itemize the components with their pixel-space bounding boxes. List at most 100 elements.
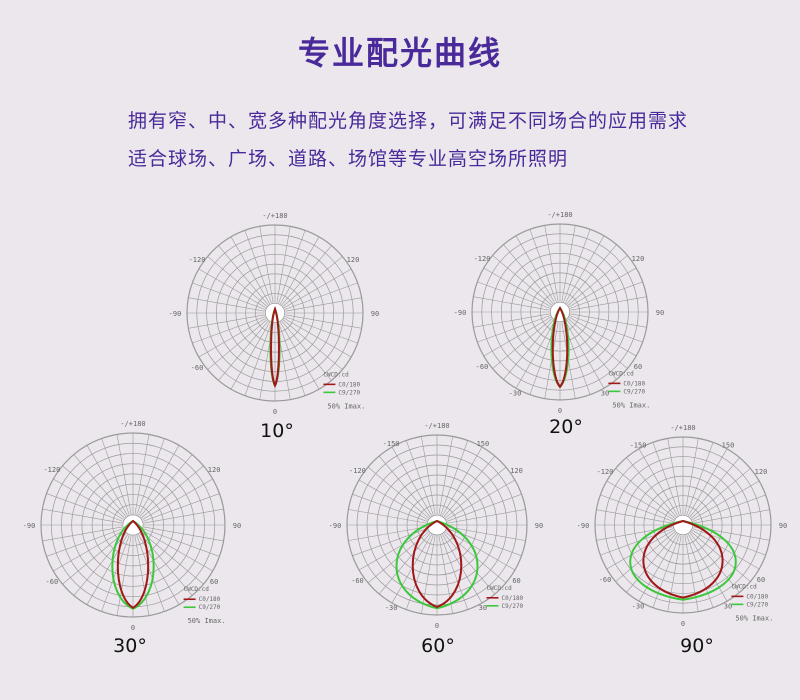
- imax-label: 50% Imax.: [735, 614, 773, 622]
- grid-spoke: [442, 446, 483, 516]
- grid-center: [549, 301, 571, 323]
- grid-spoke: [652, 442, 680, 516]
- angle-tick-label: 90: [371, 310, 379, 318]
- grid-spoke: [207, 256, 268, 307]
- curve-c0: [116, 519, 150, 609]
- grid-spoke: [626, 532, 677, 593]
- grid-center: [264, 302, 286, 324]
- angle-tick-label: -90: [454, 309, 467, 317]
- grid-spoke: [285, 297, 362, 312]
- grid-spoke: [626, 457, 677, 518]
- angle-tick-label: -/+180: [424, 422, 449, 430]
- grid-spoke: [46, 493, 123, 522]
- polar-grid: [594, 436, 772, 614]
- grid-spoke: [503, 244, 554, 305]
- curve-c0: [642, 519, 724, 599]
- grid-spoke: [568, 317, 637, 357]
- grid-spoke: [285, 314, 362, 329]
- beam-angle-label-10: 10°: [260, 420, 294, 442]
- grid-spoke: [141, 465, 204, 519]
- grid-spoke: [53, 478, 124, 520]
- angle-tick-label: -60: [476, 363, 489, 371]
- grid-spoke: [477, 315, 551, 343]
- grid-spoke: [615, 468, 676, 519]
- polar-grid: [186, 224, 364, 402]
- angle-tick-label: 90: [233, 522, 241, 530]
- grid-spoke: [352, 528, 427, 557]
- grid-spoke: [192, 316, 266, 344]
- legend-unit: CWCD:cd: [323, 371, 349, 378]
- grid-spoke: [218, 245, 269, 306]
- legend-label-c90: C9/270: [502, 603, 524, 610]
- description-line-2: 适合球场、广场、道路、场馆等专业高空场所照明: [128, 148, 569, 170]
- angle-tick-label: -90: [23, 522, 36, 530]
- grid-spoke: [570, 296, 647, 311]
- grid-spoke: [492, 318, 553, 369]
- grid-spoke: [600, 528, 674, 556]
- grid-spoke: [276, 226, 291, 303]
- angle-tick-label: -90: [577, 522, 590, 530]
- grid-spoke: [483, 317, 552, 357]
- grid-spoke: [281, 320, 332, 381]
- grid-spoke: [259, 226, 274, 303]
- grid-spoke: [565, 320, 605, 389]
- grid-spoke: [600, 494, 674, 522]
- grid-spoke: [218, 320, 269, 381]
- grid-spoke: [188, 314, 265, 329]
- grid-spoke: [421, 535, 436, 614]
- angle-tick-label: 90: [535, 522, 543, 530]
- angle-tick-label: -60: [351, 577, 364, 585]
- angle-tick-label: -120: [189, 256, 206, 264]
- grid-spoke: [566, 244, 617, 305]
- grid-spoke: [53, 530, 124, 572]
- beam-angle-label-90: 90°: [680, 635, 714, 657]
- grid-spoke: [143, 526, 224, 542]
- grid-spoke: [596, 509, 673, 524]
- imax-label: 50% Imax.: [188, 617, 226, 625]
- grid-spoke: [544, 225, 559, 302]
- imax-label: 50% Imax.: [327, 402, 365, 410]
- legend-unit: CWCD:cd: [184, 586, 210, 593]
- curve-c0: [270, 305, 280, 388]
- grid-spoke: [477, 281, 551, 309]
- grid-spoke: [143, 493, 220, 522]
- grid-spoke: [686, 534, 714, 608]
- legend-label-c0: C0/180: [623, 380, 645, 387]
- grid-spoke: [446, 530, 516, 571]
- angle-tick-label: -30: [385, 604, 398, 612]
- angle-tick-label: 0: [558, 407, 562, 415]
- grid-spoke: [447, 509, 526, 524]
- grid-spoke: [378, 455, 431, 517]
- angle-tick-label: 0: [273, 408, 277, 416]
- grid-spoke: [101, 535, 130, 612]
- grid-spoke: [143, 508, 224, 524]
- grid-spoke: [116, 434, 132, 515]
- angle-tick-label: -60: [191, 364, 204, 372]
- grid-spoke: [86, 534, 128, 605]
- grid-spoke: [566, 319, 617, 380]
- grid-spoke: [284, 316, 358, 344]
- grid-spoke: [438, 436, 453, 515]
- angle-tick-label: 60: [634, 363, 642, 371]
- curve-c0: [411, 519, 463, 608]
- grid-spoke: [570, 313, 647, 328]
- grid-center: [672, 514, 694, 536]
- grid-spoke: [638, 533, 678, 602]
- grid-spoke: [207, 319, 268, 370]
- angle-tick-label: 120: [208, 466, 221, 474]
- legend-label-c90: C9/270: [623, 388, 645, 395]
- angle-tick-label: 30: [601, 389, 609, 397]
- grid-spoke: [141, 531, 204, 585]
- angle-tick-label: -120: [597, 468, 614, 476]
- grid-spoke: [282, 319, 343, 370]
- grid-spoke: [690, 531, 751, 582]
- angle-tick-label: 30: [724, 602, 732, 610]
- grid-spoke: [42, 526, 123, 542]
- grid-spoke: [244, 230, 272, 304]
- grid-spoke: [568, 267, 637, 307]
- angle-tick-label: -60: [46, 578, 59, 586]
- grid-spoke: [569, 315, 643, 343]
- legend-label-c90: C9/270: [199, 604, 221, 611]
